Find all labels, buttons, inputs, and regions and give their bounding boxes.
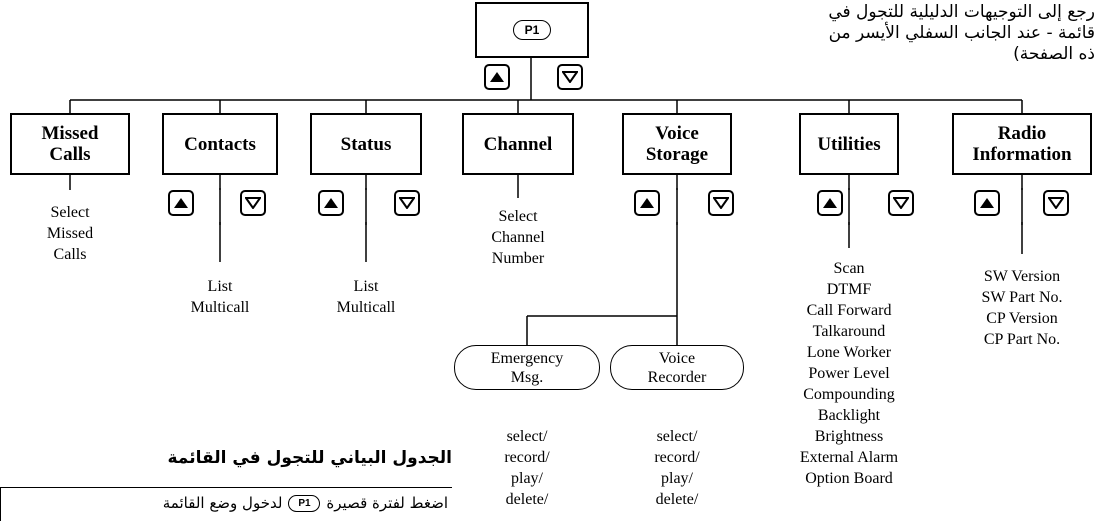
list-item[interactable]: play/ — [661, 470, 693, 487]
menu-title: Missed Calls — [41, 123, 99, 165]
list-item[interactable]: Lone Worker — [806, 344, 892, 361]
list-item[interactable]: Missed — [46, 225, 94, 242]
p1-key-icon: P1 — [513, 20, 551, 40]
list-item[interactable]: Option Board — [805, 470, 893, 487]
utilities-items: Scan DTMF Call Forward Talkaround Lone W… — [774, 258, 924, 489]
instruction-after: لدخول وضع القائمة — [162, 494, 283, 512]
status-down-key-icon[interactable] — [394, 190, 420, 216]
list-item[interactable]: Calls — [53, 246, 87, 263]
node-title: Voice Recorder — [647, 349, 707, 386]
top-up-key-icon[interactable] — [484, 64, 510, 90]
instruction-line: رجع إلى التوجيهات الدليلية للتجول في — [828, 2, 1095, 22]
list-item[interactable]: SW Part No. — [981, 289, 1063, 306]
menu-utilities[interactable]: Utilities — [799, 113, 899, 175]
instruction-line: قائمة - عند الجانب السفلي الأيسر من — [828, 23, 1095, 43]
menu-channel[interactable]: Channel — [462, 113, 574, 175]
top-down-key-icon[interactable] — [557, 64, 583, 90]
list-item[interactable]: Compounding — [803, 386, 895, 403]
menu-title: Radio Information — [972, 123, 1072, 165]
instruction-before: اضغط لفترة قصيرة — [326, 494, 448, 512]
instruction-line: ذه الصفحة) — [1013, 44, 1095, 64]
status-items: List Multicall — [306, 276, 426, 318]
list-item[interactable]: delete/ — [655, 491, 699, 508]
menu-title: Contacts — [184, 133, 256, 155]
list-item[interactable]: List — [207, 278, 233, 295]
radio-info-up-key-icon[interactable] — [974, 190, 1000, 216]
list-item[interactable]: External Alarm — [799, 449, 899, 466]
top-key-box[interactable]: P1 — [475, 2, 589, 58]
utilities-down-key-icon[interactable] — [888, 190, 914, 216]
list-item[interactable]: List — [353, 278, 379, 295]
list-item[interactable]: SW Version — [983, 268, 1061, 285]
menu-title: Channel — [483, 133, 553, 155]
menu-radio-information[interactable]: Radio Information — [952, 113, 1092, 175]
menu-contacts[interactable]: Contacts — [162, 113, 278, 175]
emergency-msg-node[interactable]: Emergency Msg. — [454, 345, 600, 390]
nav-chart-heading: الجدول البياني للتجول في القائمة — [167, 448, 452, 468]
list-item[interactable]: Multicall — [190, 299, 250, 316]
menu-status[interactable]: Status — [310, 113, 422, 175]
missed-calls-items: Select Missed Calls — [20, 202, 120, 265]
list-item[interactable]: select/ — [506, 428, 548, 445]
list-item[interactable]: Talkaround — [812, 323, 886, 340]
menu-missed-calls[interactable]: Missed Calls — [10, 113, 130, 175]
list-item[interactable]: Multicall — [336, 299, 396, 316]
p1-key-icon: P1 — [288, 494, 321, 512]
list-item[interactable]: play/ — [511, 470, 543, 487]
recorder-actions: select/ record/ play/ delete/ — [627, 426, 727, 510]
list-item[interactable]: Select — [498, 208, 538, 225]
list-item[interactable]: Channel — [491, 229, 545, 246]
list-item[interactable]: record/ — [654, 449, 700, 466]
utilities-up-key-icon[interactable] — [817, 190, 843, 216]
list-item[interactable]: DTMF — [826, 281, 872, 298]
contacts-up-key-icon[interactable] — [168, 190, 194, 216]
list-item[interactable]: Backlight — [817, 407, 881, 424]
list-item[interactable]: Number — [491, 250, 545, 267]
menu-title: Voice Storage — [645, 123, 709, 165]
list-item[interactable]: Select — [50, 204, 90, 221]
menu-title: Status — [340, 133, 392, 155]
radio-info-items: SW Version SW Part No. CP Version CP Par… — [962, 266, 1082, 350]
list-item[interactable]: Scan — [833, 260, 865, 277]
contacts-items: List Multicall — [160, 276, 280, 318]
radio-info-down-key-icon[interactable] — [1043, 190, 1069, 216]
contacts-down-key-icon[interactable] — [240, 190, 266, 216]
list-item[interactable]: Power Level — [808, 365, 890, 382]
list-item[interactable]: CP Version — [986, 310, 1058, 327]
nav-instruction-box: اضغط لفترة قصيرة P1 لدخول وضع القائمة — [0, 487, 452, 521]
status-up-key-icon[interactable] — [318, 190, 344, 216]
list-item[interactable]: Call Forward — [806, 302, 892, 319]
list-item[interactable]: CP Part No. — [983, 331, 1061, 348]
list-item[interactable]: delete/ — [505, 491, 549, 508]
emergency-actions: select/ record/ play/ delete/ — [477, 426, 577, 510]
top-instructions: رجع إلى التوجيهات الدليلية للتجول في قائ… — [635, 2, 1095, 65]
menu-voice-storage[interactable]: Voice Storage — [622, 113, 732, 175]
channel-items: Select Channel Number — [463, 206, 573, 269]
list-item[interactable]: record/ — [504, 449, 550, 466]
node-title: Emergency Msg. — [490, 349, 564, 386]
list-item[interactable]: Brightness — [814, 428, 884, 445]
voice-recorder-node[interactable]: Voice Recorder — [610, 345, 744, 390]
voice-storage-up-key-icon[interactable] — [634, 190, 660, 216]
list-item[interactable]: select/ — [656, 428, 698, 445]
voice-storage-down-key-icon[interactable] — [708, 190, 734, 216]
menu-title: Utilities — [817, 133, 881, 155]
